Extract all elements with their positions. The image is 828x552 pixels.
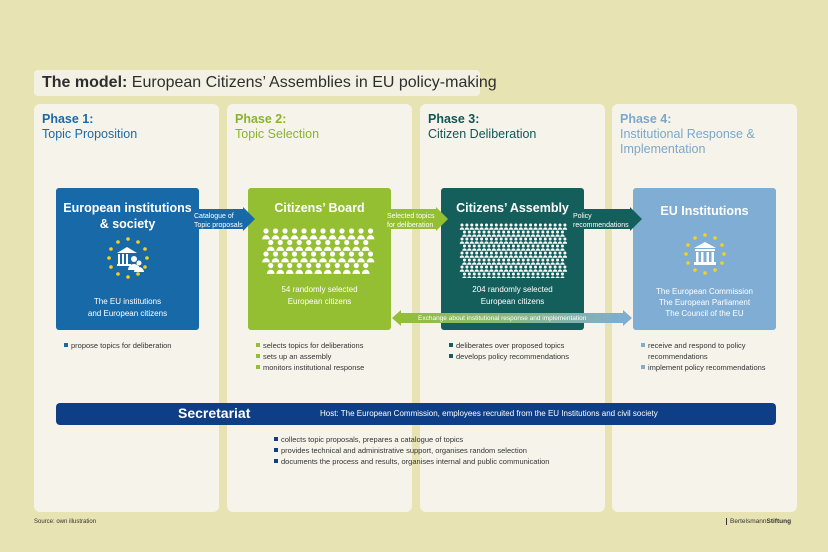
card-4-sub-1: The European Commission — [656, 287, 753, 296]
source-note: Source: own illustration — [34, 519, 97, 525]
list-item: documents the process and results, organ… — [274, 456, 604, 467]
phase-2-number: Phase 2: — [235, 112, 287, 126]
list-item: receive and respond to policy recommenda… — [641, 340, 786, 362]
secretariat-bullets: collects topic proposals, prepares a cat… — [274, 434, 604, 467]
arrow-2-label: Selected topics for deliberation — [387, 213, 435, 229]
card-3-title: Citizens’ Assembly — [456, 201, 569, 215]
eu-institution-icon — [684, 233, 726, 275]
arrow-policy-recommendations — [570, 207, 642, 231]
list-item: monitors institutional response — [256, 362, 406, 373]
card-4-title: EU Institutions — [660, 204, 749, 218]
card-2-sub-1: 54 randomly selected — [281, 285, 358, 294]
card-citizens-board: Citizens’ Board 54 randomly selected Eur… — [248, 188, 391, 330]
phase-1-number: Phase 1: — [42, 112, 94, 126]
phase-1-name: Topic Proposition — [42, 127, 138, 141]
card-1-sub-1: The EU institutions — [93, 297, 162, 306]
card-4-sub-2: The European Parliament — [658, 298, 751, 307]
citizens-assembly-people-icon — [459, 223, 568, 278]
secretariat-bar: Secretariat Host: The European Commissio… — [56, 403, 776, 425]
list-item: sets up an assembly — [256, 351, 406, 362]
list-item: implement policy recommendations — [641, 362, 786, 373]
eu-stars-people-icon — [107, 237, 149, 279]
phase-3-number: Phase 3: — [428, 112, 480, 126]
arrow-exchange — [392, 310, 632, 326]
card-eu-institutions: EU Institutions The European Commission … — [633, 188, 776, 330]
list-item: develops policy recommendations — [449, 351, 599, 362]
card-citizens-assembly: Citizens’ Assembly 204 randomly selected… — [441, 188, 584, 330]
phase-2-name: Topic Selection — [235, 127, 320, 141]
phase-4-number: Phase 4: — [620, 112, 672, 126]
phase-3-bullets: deliberates over proposed topics develop… — [449, 340, 599, 362]
card-3-sub-2: European citizens — [480, 297, 545, 306]
card-3-sub-1: 204 randomly selected — [472, 285, 553, 294]
list-item: deliberates over proposed topics — [449, 340, 599, 351]
page-title: The model: European Citizens’ Assemblies… — [34, 70, 497, 96]
secretariat-host: Host: The European Commission, employees… — [320, 409, 658, 418]
secretariat-title: Secretariat — [178, 405, 251, 421]
citizens-board-people-icon — [262, 228, 375, 274]
phase-4-bullets: receive and respond to policy recommenda… — [641, 340, 786, 373]
card-4-sub-3: The Council of the EU — [665, 309, 744, 318]
exchange-label: Exchange about institutional response an… — [418, 315, 587, 322]
arrow-catalogue — [191, 207, 255, 231]
phase-2-bullets: selects topics for deliberations sets up… — [256, 340, 406, 373]
arrow-1-label: Catalogue of Topic proposals — [194, 213, 243, 229]
arrow-selected-topics — [384, 207, 448, 231]
card-2-title: Citizens’ Board — [274, 201, 365, 215]
list-item: selects topics for deliberations — [256, 340, 406, 351]
brand-logo: BertelsmannStiftung — [726, 518, 791, 525]
card-1-sub-2: and European citizens — [87, 309, 168, 318]
list-item: collects topic proposals, prepares a cat… — [274, 434, 604, 445]
phase-1-bullets: propose topics for deliberation — [64, 340, 214, 351]
card-1-title: European institutions & society — [63, 201, 192, 231]
card-2-sub-2: European citizens — [287, 297, 352, 306]
list-item: provides technical and administrative su… — [274, 445, 604, 456]
arrow-3-label: Policy recommendations — [573, 213, 629, 229]
phase-4-name: Institutional Response & Implementation — [620, 127, 755, 156]
phase-3-name: Citizen Deliberation — [428, 127, 537, 141]
list-item: propose topics for deliberation — [64, 340, 214, 351]
card-eu-institutions-society: European institutions & society The EU i… — [56, 188, 199, 330]
